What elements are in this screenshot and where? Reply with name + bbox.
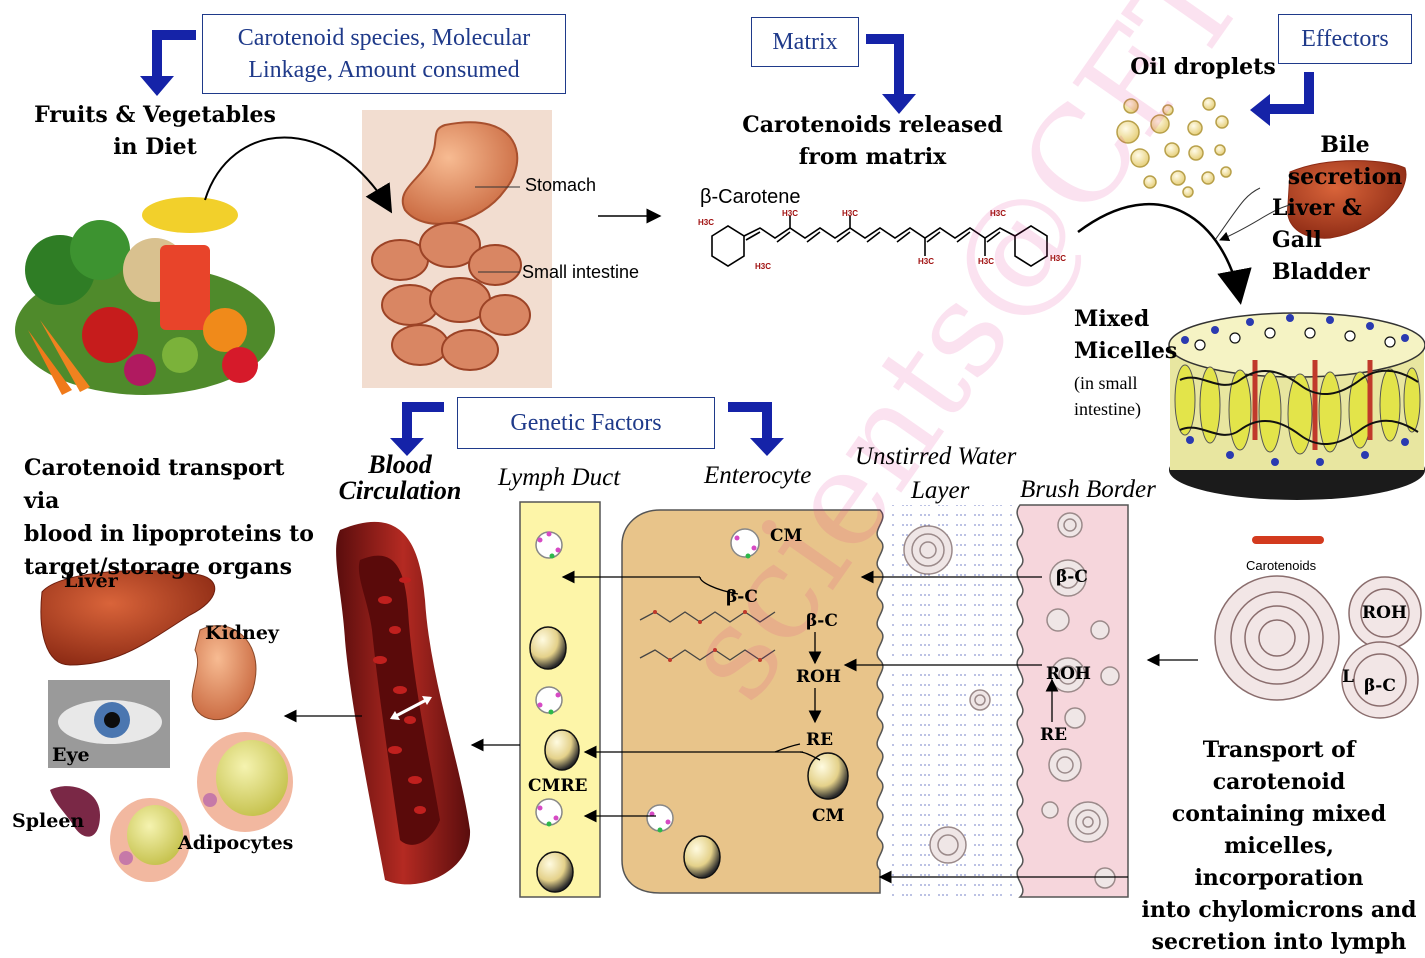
effectors-label: Effectors bbox=[1301, 26, 1389, 52]
in-small-intestine-line2: intestine) bbox=[1074, 396, 1141, 422]
unstirred-water-line1: Unstirred Water bbox=[855, 440, 1035, 474]
mixed-micelles-label: Mixed Micelles bbox=[1074, 304, 1174, 368]
transport-blood-label: Carotenoid transport via blood in lipopr… bbox=[24, 452, 324, 584]
roh-label: ROH bbox=[796, 667, 841, 687]
matrix-box: Matrix bbox=[751, 17, 859, 67]
blood-vessel-image bbox=[336, 522, 470, 885]
methyl-label-4: H3C bbox=[918, 257, 934, 266]
methyl-label-2: H3C bbox=[782, 209, 798, 218]
fruits-vegetables-image bbox=[15, 197, 275, 395]
bile-secretion-label: Bile secretion bbox=[1266, 130, 1424, 194]
matrix-label: Matrix bbox=[772, 29, 837, 55]
blood-circulation-label: Blood Circulation bbox=[330, 452, 470, 504]
blood-circulation-line1: Blood bbox=[330, 452, 470, 478]
blue-arrow-carotenoid-species bbox=[140, 30, 196, 96]
transport-micelles-line1: Transport of carotenoid bbox=[1136, 734, 1422, 798]
methyl-label-6: H3C bbox=[990, 209, 1006, 218]
cm-bottom-label: CM bbox=[812, 806, 844, 826]
mixed-micelles-line2: Micelles bbox=[1074, 336, 1174, 368]
methyl-label-3: H3C bbox=[842, 209, 858, 218]
transport-micelles-line3: micelles, incorporation bbox=[1136, 830, 1422, 894]
mixed-micelle-image bbox=[1169, 313, 1425, 500]
fruits-vegetables-line1: Fruits & Vegetables bbox=[30, 100, 280, 132]
organ-adipocytes-label: Adipocytes bbox=[178, 832, 293, 854]
blue-arrow-genetic-left bbox=[390, 402, 444, 456]
micelle-bc-label: β-C bbox=[1364, 676, 1396, 696]
fruits-vegetables-label: Fruits & Vegetables in Diet bbox=[30, 100, 280, 164]
transport-blood-line2: blood in lipoproteins to bbox=[24, 518, 324, 551]
carotenoids-released-label: Carotenoids released from matrix bbox=[730, 110, 1015, 174]
blue-arrow-matrix bbox=[866, 34, 916, 114]
in-small-intestine-line1: (in small bbox=[1074, 370, 1141, 396]
brush-roh-label: ROH bbox=[1046, 664, 1091, 684]
carotenoid-species-line2: Linkage, Amount consumed bbox=[203, 54, 565, 86]
unstirred-water-line2: Layer bbox=[855, 474, 1035, 508]
effectors-box: Effectors bbox=[1278, 14, 1412, 64]
carotenoids-legend-label: Carotenoids bbox=[1246, 558, 1316, 573]
liver-gallbladder-label: Liver & Gall Bladder bbox=[1272, 193, 1424, 289]
methyl-label-5: H3C bbox=[978, 257, 994, 266]
organ-liver-label: Liver bbox=[64, 570, 118, 592]
re-label: RE bbox=[806, 730, 833, 750]
genetic-factors-label: Genetic Factors bbox=[510, 410, 661, 436]
organ-spleen-label: Spleen bbox=[12, 810, 84, 832]
stomach-label: Stomach bbox=[525, 175, 596, 196]
small-intestine-label: Small intestine bbox=[522, 262, 639, 283]
methyl-label-7: H3C bbox=[1050, 254, 1066, 263]
enterocyte-label: Enterocyte bbox=[704, 462, 811, 490]
carotenoids-released-line2: from matrix bbox=[730, 142, 1015, 174]
unstirred-water-label: Unstirred Water Layer bbox=[855, 440, 1035, 508]
bc-label-1: β-C bbox=[726, 587, 758, 607]
in-small-intestine-label: (in small intestine) bbox=[1074, 370, 1141, 422]
methyl-label-1: H3C bbox=[698, 218, 714, 227]
organ-eye-label: Eye bbox=[52, 744, 90, 766]
oil-droplets-label: Oil droplets bbox=[1128, 52, 1278, 84]
beta-carotene-label: β-Carotene bbox=[700, 186, 800, 209]
mixed-micelles-line1: Mixed bbox=[1074, 304, 1174, 336]
micelle-roh-label: ROH bbox=[1362, 603, 1407, 623]
transport-micelles-line5: secretion into lymph bbox=[1136, 926, 1422, 958]
transport-micelles-line2: containing mixed bbox=[1136, 798, 1422, 830]
carotenoid-species-box: Carotenoid species, Molecular Linkage, A… bbox=[202, 14, 566, 94]
carotenoids-released-line1: Carotenoids released bbox=[730, 110, 1015, 142]
liver-gallbladder-line2: Gall Bladder bbox=[1272, 225, 1424, 289]
carotenoid-species-line1: Carotenoid species, Molecular bbox=[203, 22, 565, 54]
fruits-vegetables-line2: in Diet bbox=[30, 132, 280, 164]
liver-gallbladder-line1: Liver & bbox=[1272, 193, 1424, 225]
organ-kidney-label: Kidney bbox=[205, 622, 279, 644]
blood-circulation-line2: Circulation bbox=[330, 478, 470, 504]
bc-label-2: β-C bbox=[806, 611, 838, 631]
micelle-l-label: L bbox=[1342, 667, 1354, 687]
cm-top-label: CM bbox=[770, 526, 802, 546]
blue-arrow-genetic-right bbox=[728, 402, 784, 456]
transport-micelles-line4: into chylomicrons and bbox=[1136, 894, 1422, 926]
cmre-label: CMRE bbox=[528, 776, 587, 796]
brush-border-label: Brush Border bbox=[1020, 476, 1156, 504]
brush-re-label: RE bbox=[1040, 725, 1067, 745]
transport-micelles-label: Transport of carotenoid containing mixed… bbox=[1136, 734, 1422, 958]
lymph-duct-label: Lymph Duct bbox=[498, 464, 620, 492]
transport-blood-line1: Carotenoid transport via bbox=[24, 452, 324, 518]
methyl-label-8: H3C bbox=[755, 262, 771, 271]
genetic-factors-box: Genetic Factors bbox=[457, 397, 715, 449]
digestive-system-image bbox=[362, 110, 552, 388]
brush-bc-label: β-C bbox=[1056, 567, 1088, 587]
